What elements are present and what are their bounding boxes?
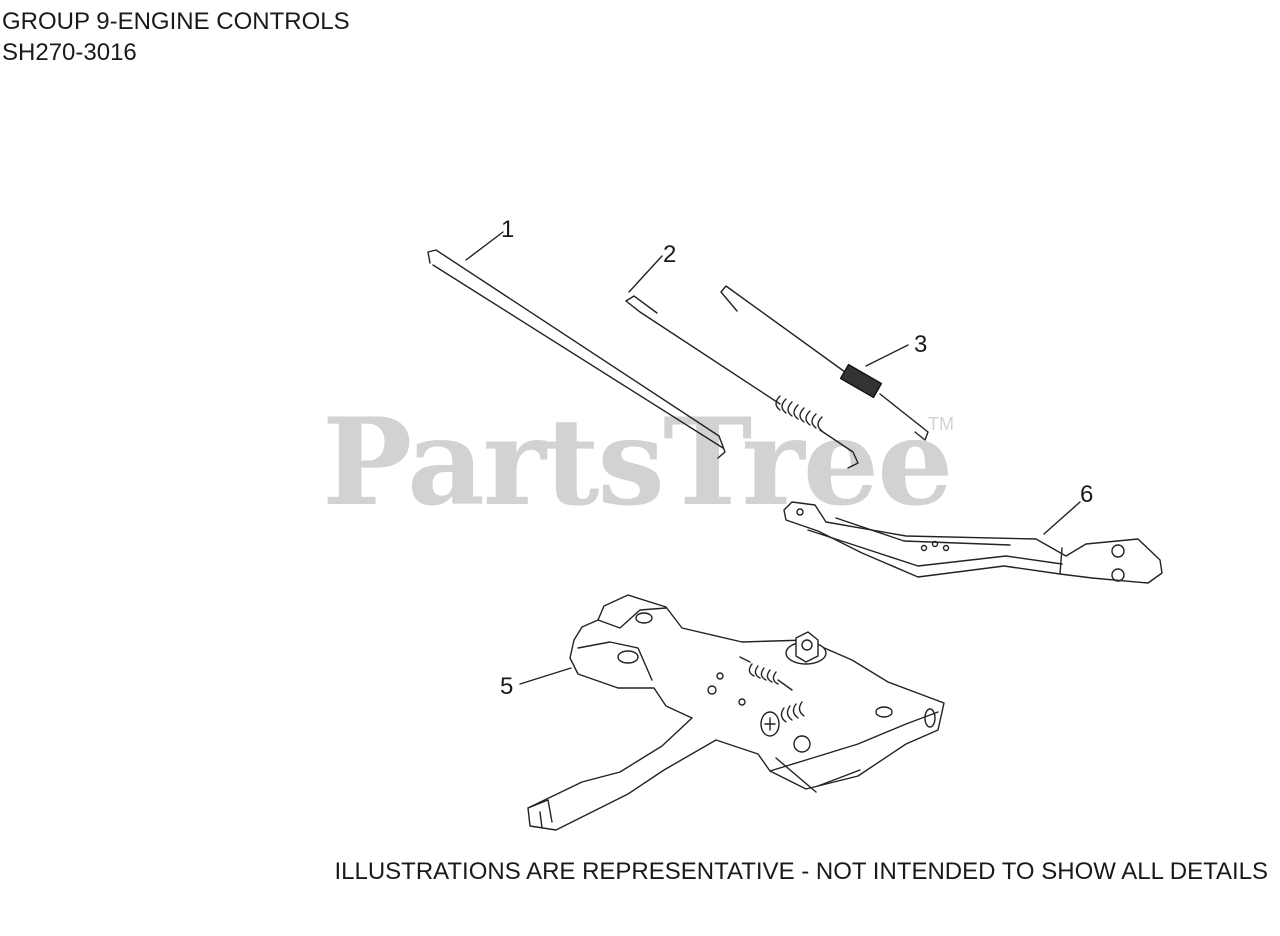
callout-leader-3 [865, 344, 909, 367]
callout-leader-6 [1043, 501, 1081, 535]
pivot-nut [785, 631, 827, 665]
disclaimer-text: ILLUSTRATIONS ARE REPRESENTATIVE - NOT I… [334, 858, 1268, 885]
watermark-trademark: TM [928, 414, 954, 434]
part-5-throttle-control-assembly[interactable] [527, 594, 945, 831]
callout-number-5: 5 [500, 673, 513, 700]
callout-number-2: 2 [663, 241, 676, 268]
watermark-logo: PartsTree [322, 392, 953, 533]
part-6-control-bracket[interactable] [783, 501, 1163, 584]
model-number: SH270-3016 [2, 39, 137, 66]
callout-leader-2 [628, 255, 663, 293]
page-header: GROUP 9-ENGINE CONTROLS SH270-3016 [2, 6, 350, 68]
callout-number-1: 1 [501, 216, 514, 243]
spring-tight [839, 363, 883, 399]
part-2-rod-with-spring[interactable] [625, 295, 859, 469]
spring-small [775, 395, 823, 432]
callout-leader-1 [465, 231, 504, 261]
assembly-spring-upper [739, 656, 793, 691]
part-3-spring-wire[interactable] [720, 285, 929, 441]
callout-leader-5 [519, 667, 572, 685]
callout-number-6: 6 [1080, 481, 1093, 508]
group-title: GROUP 9-ENGINE CONTROLS [2, 8, 350, 35]
part-1-throttle-rod[interactable] [427, 249, 726, 459]
assembly-spring-lower [760, 701, 805, 737]
callout-number-3: 3 [914, 331, 927, 358]
